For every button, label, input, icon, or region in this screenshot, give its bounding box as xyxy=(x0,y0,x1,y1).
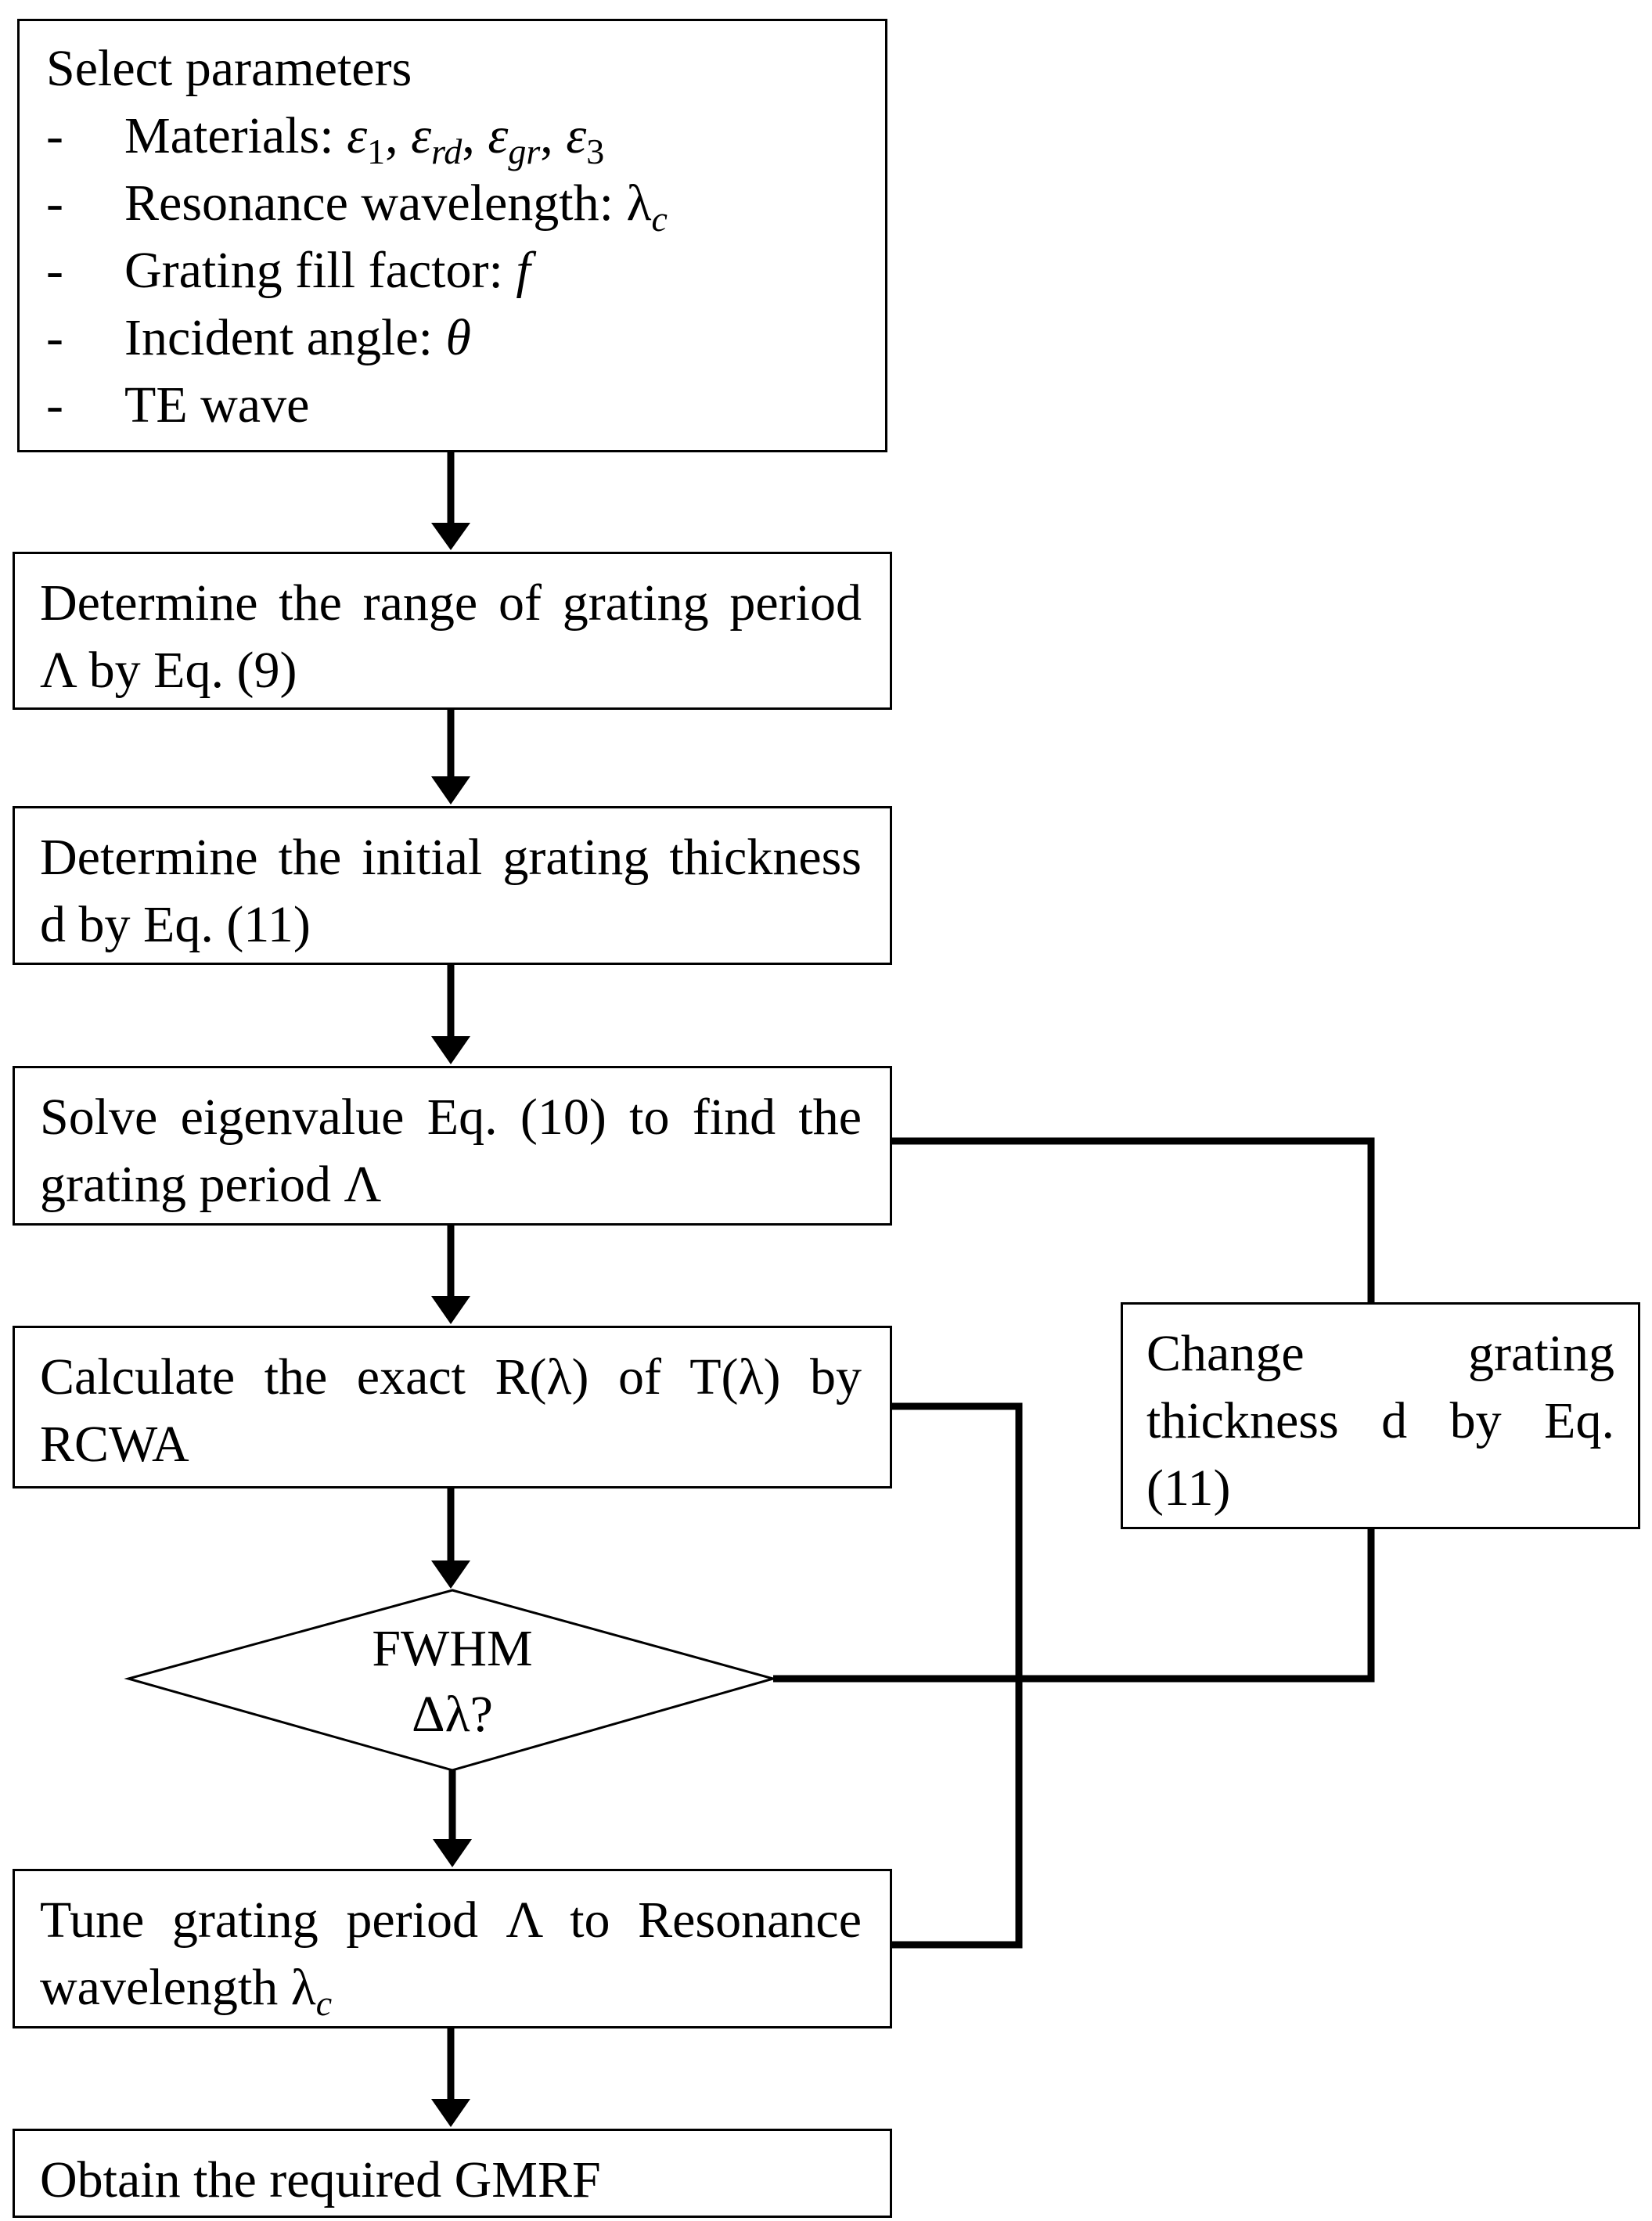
thickness-step-text: Determine the initial grating thickness … xyxy=(40,829,862,953)
bullet: - xyxy=(46,175,63,232)
start-title: Select parameters xyxy=(46,40,412,97)
solve-step-box: Solve eigenvalue Eq. (10) to find the gr… xyxy=(13,1066,892,1226)
connector-side-to-decision xyxy=(773,1528,1375,1683)
eps-symbol: ε xyxy=(488,107,509,164)
fill-factor-line: Grating fill factor: f xyxy=(124,237,531,304)
change-thickness-box: Change grating thickness d by Eq. (11) xyxy=(1121,1302,1640,1529)
comma: , xyxy=(540,107,553,164)
comma: , xyxy=(385,107,398,164)
arrowhead-2 xyxy=(431,776,470,805)
bullet: - xyxy=(46,376,63,434)
angle-label: Incident angle: xyxy=(124,309,434,366)
eps-sub-gr: gr xyxy=(508,131,541,171)
incident-angle-line: Incident angle: θ xyxy=(124,304,471,372)
eps-symbol: ε xyxy=(347,107,368,164)
resonance-label: Resonance wavelength: xyxy=(124,175,614,232)
bullet: - xyxy=(46,107,63,164)
change-thickness-text: Change grating thickness d by Eq. (11) xyxy=(1146,1325,1614,1517)
bullet: - xyxy=(46,309,63,366)
range-step-box: Determine the range of grating period Λ … xyxy=(13,552,892,710)
arrowhead-6 xyxy=(433,1839,472,1867)
tune-step-text: Tune grating period Λ to Resonance wavel… xyxy=(40,1892,862,2016)
bullet: - xyxy=(46,242,63,299)
end-step-text: Obtain the required GMRF xyxy=(40,2151,601,2208)
calc-step-box: Calculate the exact R(λ) of T(λ) by RCWA xyxy=(13,1326,892,1488)
end-step-box: Obtain the required GMRF xyxy=(13,2129,892,2218)
start-parameters-box: Select parameters - Materials: ε1, εrd, … xyxy=(17,19,887,452)
connector-solve-to-side xyxy=(891,1137,1375,1302)
fill-label: Grating fill factor: xyxy=(124,242,503,299)
calc-step-text: Calculate the exact R(λ) of T(λ) by RCWA xyxy=(40,1348,862,1473)
arrowhead-4 xyxy=(431,1296,470,1324)
decision-diamond xyxy=(124,1589,778,1772)
tune-lambda-sub: c xyxy=(315,1983,333,2023)
solve-step-text: Solve eigenvalue Eq. (10) to find the gr… xyxy=(40,1089,862,1213)
lambda-sub: c xyxy=(651,199,668,239)
lambda-symbol: λ xyxy=(626,175,652,232)
eps-symbol: ε xyxy=(411,107,432,164)
tune-lambda: λ xyxy=(290,1959,316,2016)
decision-label-2: Δλ? xyxy=(412,1686,493,1743)
materials-line: Materials: ε1, εrd, εgr, ε3 xyxy=(124,103,604,175)
angle-symbol: θ xyxy=(445,309,471,366)
connector-calc-to-tune xyxy=(891,1402,1023,1949)
arrowhead-1 xyxy=(431,523,470,550)
resonance-line: Resonance wavelength: λc xyxy=(124,170,668,242)
thickness-step-box: Determine the initial grating thickness … xyxy=(13,806,892,965)
fill-symbol: f xyxy=(516,242,531,299)
materials-label: Materials: xyxy=(124,107,334,164)
eps-sub-rd: rd xyxy=(431,131,462,171)
eps-sub-1: 1 xyxy=(367,131,386,171)
range-step-text: Determine the range of grating period Λ … xyxy=(40,574,862,699)
comma: , xyxy=(462,107,475,164)
decision-label-1: FWHM xyxy=(372,1620,533,1677)
arrowhead-3 xyxy=(431,1036,470,1064)
eps-sub-3: 3 xyxy=(586,131,605,171)
arrowhead-5 xyxy=(431,1560,470,1589)
tune-step-box: Tune grating period Λ to Resonance wavel… xyxy=(13,1869,892,2028)
eps-symbol: ε xyxy=(566,107,587,164)
te-wave-line: TE wave xyxy=(124,376,310,434)
arrowhead-7 xyxy=(431,2099,470,2127)
